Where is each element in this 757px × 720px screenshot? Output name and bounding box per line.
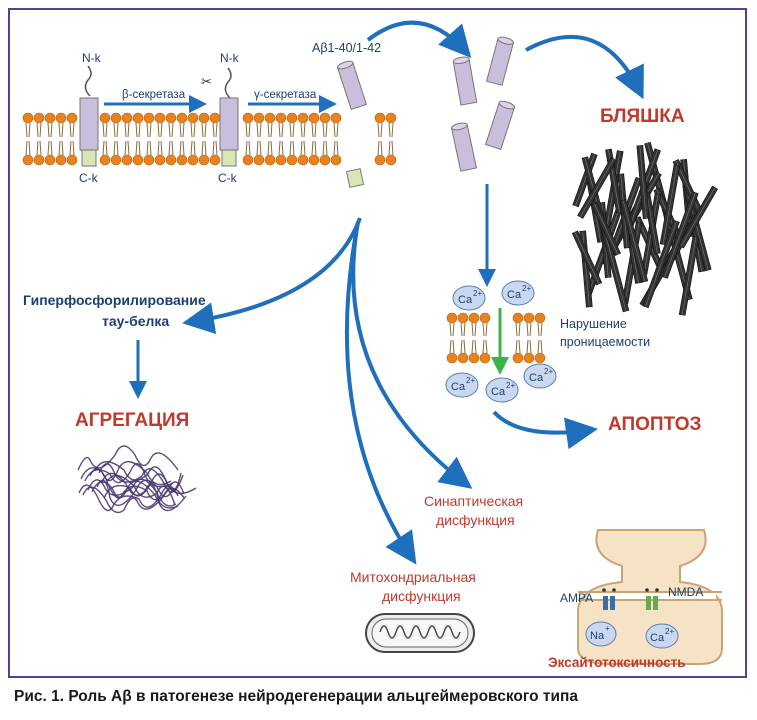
figure-frame [8,8,747,678]
hyperphosphorylation-label-line2: тау-белка [102,313,169,329]
svg-text:Ca: Ca [529,372,544,384]
gamma-secretase-label: γ-секретаза [254,89,317,101]
aggregation-label: АГРЕГАЦИЯ [75,410,189,431]
ampa-label: AMPA [560,591,593,605]
abeta-label: Aβ1-40/1-42 [312,41,381,55]
amyloid-plaque [571,141,719,316]
svg-text:2+: 2+ [544,367,553,376]
mitochondrial-dysfunction-line1: Митохондриальная [350,569,476,585]
abeta-oligomers [451,36,516,172]
c-terminal-fragment [345,168,365,188]
arrow-to-synaptic [351,221,473,489]
arrow-to-plaque [525,34,644,100]
scissors-icon: ✂ [201,74,212,89]
n-terminal-label-1: N-k [82,51,102,65]
cell-membrane-permeability [446,312,546,364]
nmda-receptor [645,588,659,610]
arrow-to-hyperphosphorylation [182,217,362,335]
cell-membrane-top [22,112,397,166]
synaptic-dysfunction-line2: дисфункция [436,512,515,528]
svg-text:2+: 2+ [522,284,531,293]
arrow-to-apoptosis [492,410,598,450]
calcium-ion-5: Ca 2+ [523,363,557,389]
calcium-ion-synapse: Ca 2+ [645,623,679,649]
calcium-ion-4: Ca 2+ [485,377,519,403]
hyperphosphorylation-label-line1: Гиперфосфорилирование [23,292,206,308]
svg-text:2+: 2+ [506,381,515,390]
sodium-ion: Na + [585,621,617,647]
svg-text:2+: 2+ [473,289,482,298]
c-terminal-label-2: C-k [218,171,238,185]
svg-text:Ca: Ca [650,632,665,644]
svg-text:Ca: Ca [491,386,506,398]
app-protein-2 [219,67,239,167]
calcium-ion-1: Ca 2+ [452,285,486,311]
n-terminal-label-2: N-k [220,51,240,65]
c-terminal-label-1: C-k [79,171,99,185]
mitochondrion [365,613,475,653]
figure-caption: Рис. 1. Роль Aβ в патогенезе нейродегене… [14,688,578,705]
ampa-receptor [602,588,616,610]
arrow-to-mitochondrial [344,221,417,565]
calcium-ion-2: Ca 2+ [501,280,535,306]
app-protein-1 [79,65,99,167]
permeability-label-line2: проницаемости [560,335,650,349]
svg-text:2+: 2+ [466,376,475,385]
arrow-to-oligomers [366,20,472,58]
mitochondrial-dysfunction-line2: дисфункция [382,588,461,604]
beta-secretase-label: β-секретаза [122,89,186,101]
svg-text:+: + [605,624,610,633]
svg-text:Ca: Ca [451,381,466,393]
svg-text:Ca: Ca [458,294,473,306]
abeta-peptide [336,60,368,111]
calcium-ion-3: Ca 2+ [445,372,479,398]
svg-text:2+: 2+ [665,627,674,636]
apoptosis-label: АПОПТОЗ [608,414,701,435]
plaque-label: БЛЯШКА [600,106,685,127]
synaptic-dysfunction-line1: Синаптическая [424,493,523,509]
synapse: Na + Ca 2+ [577,529,723,665]
tau-tangle [77,445,197,514]
permeability-label-line1: Нарушение [560,317,627,331]
svg-text:Na: Na [590,630,605,642]
svg-text:Ca: Ca [507,289,522,301]
excitotoxicity-label: Эксайтотоксичность [548,655,686,670]
nmda-label: NMDA [668,585,703,599]
